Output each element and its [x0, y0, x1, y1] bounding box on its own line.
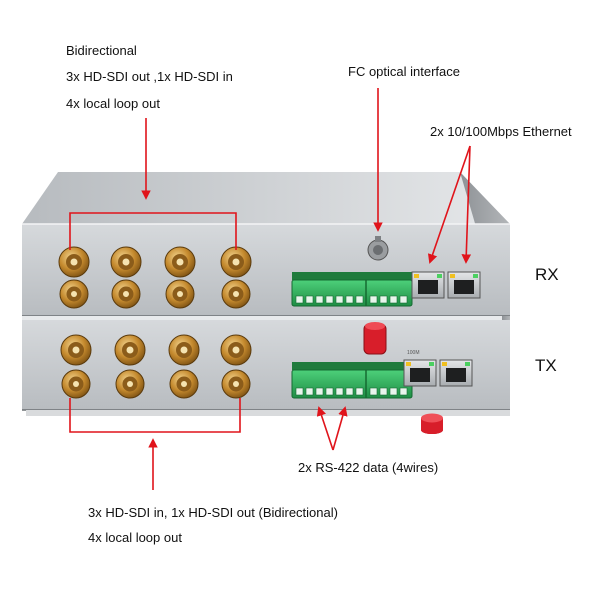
bottom-bnc-bracket	[69, 398, 241, 433]
bnc-connector	[111, 279, 141, 309]
rs422-arrow-1	[316, 406, 334, 451]
tx-front-panel	[22, 320, 510, 410]
bnc-connector	[220, 246, 252, 278]
ethernet-label: 2x 10/100Mbps Ethernet	[430, 124, 572, 139]
rx-bnc-row-bottom	[59, 279, 251, 309]
tx-terminal-block	[291, 362, 413, 399]
bnc-connector	[221, 279, 251, 309]
top-bnc-bracket	[69, 212, 237, 250]
bnc-connector	[168, 334, 200, 366]
tx-ethernet-port-1	[403, 359, 437, 387]
rx-front-panel	[22, 224, 510, 316]
fc-optical-port	[367, 236, 389, 261]
bnc-connector	[115, 369, 145, 399]
callout-arrows	[69, 88, 472, 490]
eth-port-marking: 100M	[407, 350, 420, 356]
fc-optical-label: FC optical interface	[348, 64, 460, 79]
tx-bnc-row-top	[60, 334, 252, 366]
rx-ethernet-port-2	[447, 271, 481, 299]
tx-bnc-row-bottom	[61, 369, 251, 399]
ethernet-arrow-right	[461, 145, 472, 264]
bnc-connector	[110, 246, 142, 278]
top-left-note-line-1: Bidirectional	[66, 43, 137, 58]
tx-ethernet-port-2	[439, 359, 473, 387]
bnc-connector	[169, 369, 199, 399]
tx-unit: 100M	[22, 316, 510, 416]
rx-label: RX	[535, 265, 559, 284]
rx-unit	[22, 172, 510, 317]
bnc-connector	[221, 369, 251, 399]
rx-top-surface	[22, 172, 510, 224]
bnc-connector	[61, 369, 91, 399]
top-left-note-line-3: 4x local loop out	[66, 96, 160, 111]
rx-terminal-block	[291, 272, 413, 307]
bnc-connector	[164, 246, 196, 278]
ethernet-arrow-left	[427, 145, 471, 264]
bnc-connector	[58, 246, 90, 278]
top-left-note-line-2: 3x HD-SDI out ,1x HD-SDI in	[66, 69, 233, 84]
bottom-left-note-line-2: 4x local loop out	[88, 530, 182, 545]
bnc-connector	[114, 334, 146, 366]
rs422-arrow-2	[332, 406, 348, 451]
bnc-connector	[60, 334, 92, 366]
fc-optical-port-red-cap	[363, 322, 387, 355]
rx-bnc-row-top	[58, 246, 252, 278]
bnc-connector	[59, 279, 89, 309]
tx-label: TX	[535, 356, 557, 375]
bottom-left-note-line-1: 3x HD-SDI in, 1x HD-SDI out (Bidirection…	[88, 505, 338, 520]
rx-ethernet-port-1	[411, 271, 445, 299]
bnc-connector	[220, 334, 252, 366]
rs422-label: 2x RS-422 data (4wires)	[298, 460, 439, 475]
bnc-connector	[165, 279, 195, 309]
loose-dust-cap	[421, 413, 443, 434]
